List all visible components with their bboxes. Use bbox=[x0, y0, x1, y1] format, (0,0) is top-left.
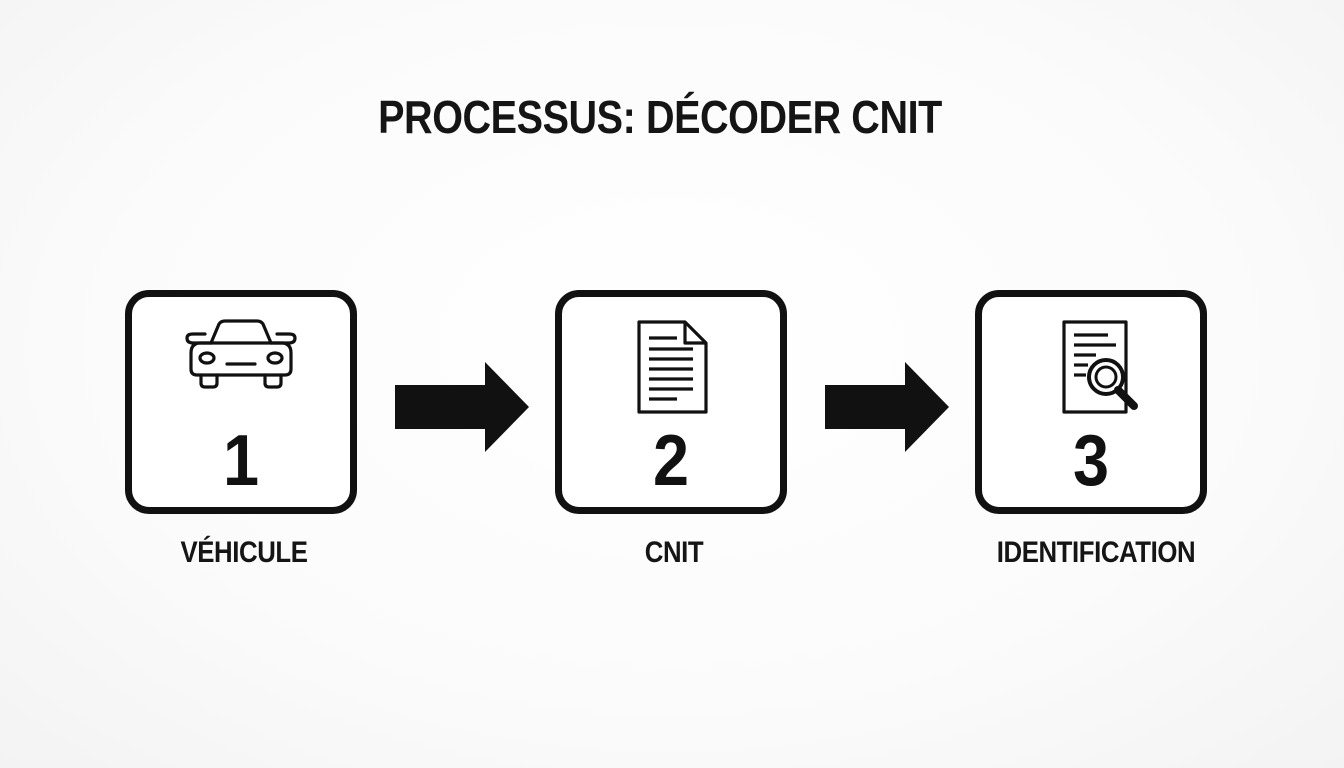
step-2-box: 2 bbox=[555, 290, 787, 514]
step-1-label: VÉHICULE bbox=[180, 536, 308, 569]
document-search-icon bbox=[1054, 319, 1140, 424]
arrow-right-icon bbox=[395, 362, 529, 452]
step-3-box: 3 bbox=[975, 290, 1207, 514]
step-2-label: CNIT bbox=[644, 536, 704, 569]
step-number: 1 bbox=[222, 421, 260, 501]
diagram-title: PROCESSUS: DÉCODER CNIT bbox=[378, 91, 942, 143]
document-icon bbox=[631, 319, 711, 420]
step-1-box: 1 bbox=[125, 290, 357, 514]
step-number: 2 bbox=[652, 421, 690, 501]
car-icon bbox=[185, 317, 297, 398]
arrow-right-icon bbox=[825, 362, 949, 452]
step-3-label: IDENTIFICATION bbox=[996, 536, 1196, 569]
step-number: 3 bbox=[1072, 421, 1110, 501]
